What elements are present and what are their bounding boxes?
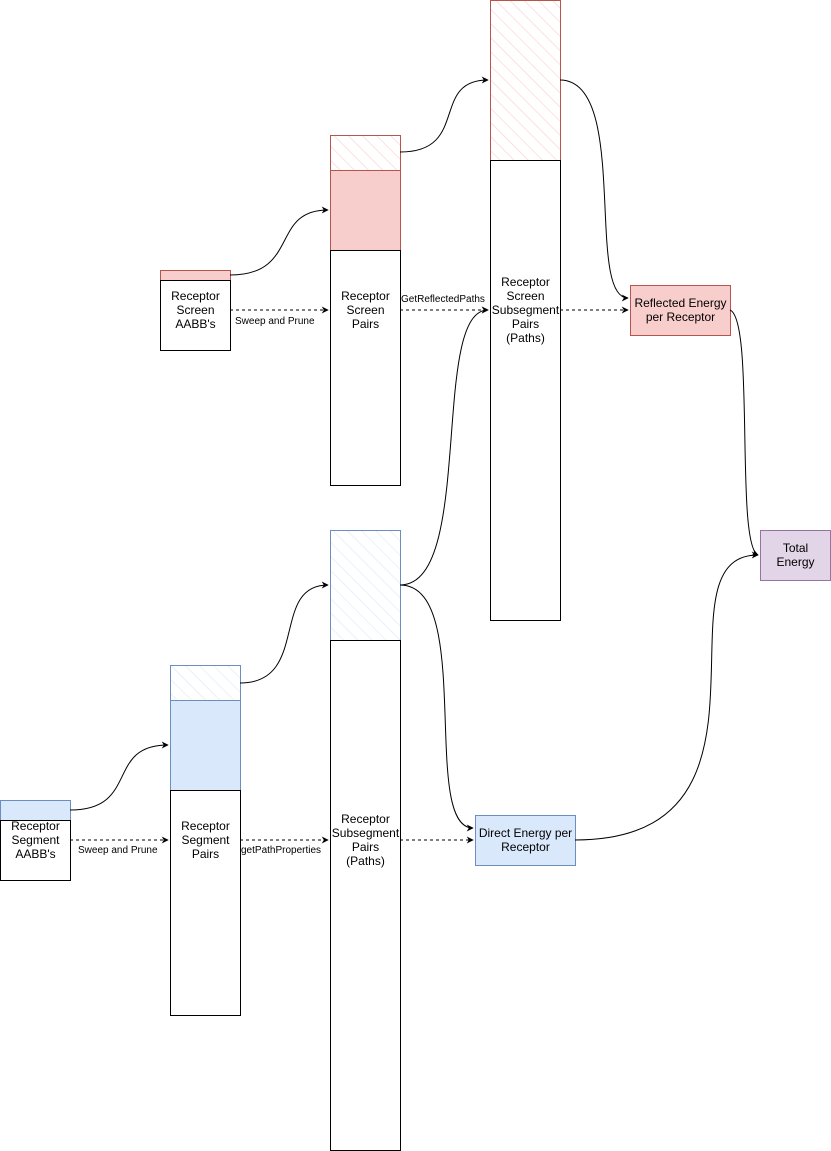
connector-segment-aabb-to-pairs <box>69 741 169 811</box>
segment-pairs-node <box>170 665 241 1016</box>
reflected-energy-node <box>630 285 731 336</box>
connector-screen-pairs-to-subsegments <box>399 76 489 153</box>
connector-subsegments-to-screen-subsegments <box>399 306 489 586</box>
screen-aabbs-label: Receptor Screen AABB's <box>171 289 220 331</box>
segment-aabbs-node <box>0 800 71 881</box>
sweep-prune-top-label: Sweep and Prune <box>235 316 315 328</box>
screen-pairs-label: Receptor Screen Pairs <box>341 289 390 331</box>
screen-subsegment-pairs-node <box>490 0 561 621</box>
reflected-energy-label: Reflected Energy per Receptor <box>634 296 727 324</box>
direct-energy-node <box>475 815 576 866</box>
connector-screen-subsegments-to-reflected <box>559 79 629 302</box>
sweep-prune-bottom-label: Sweep and Prune <box>78 845 158 857</box>
total-energy-label: Total Energy <box>776 541 815 569</box>
segment-pairs-label: Receptor Segment Pairs <box>181 819 230 861</box>
get-reflected-paths-label: GetReflectedPaths <box>401 294 485 306</box>
connector-screen-aabb-to-pairs <box>229 206 329 276</box>
screen-subsegment-pairs-label: Receptor Screen Subsegment Pairs (Paths) <box>491 275 560 345</box>
connector-segment-pairs-to-subsegments <box>239 581 329 684</box>
connector-direct-to-total <box>574 551 759 841</box>
total-energy-node <box>760 530 831 581</box>
connector-reflected-to-total <box>729 309 759 556</box>
screen-aabbs-node <box>160 270 231 351</box>
connector-subsegments-to-direct <box>399 584 474 832</box>
subsegment-pairs-label: Receptor Subsegment Pairs (Paths) <box>331 812 400 868</box>
direct-energy-label: Direct Energy per Receptor <box>478 826 573 854</box>
segment-aabbs-label: Receptor Segment AABB's <box>11 819 60 861</box>
screen-pairs-node <box>330 135 401 486</box>
get-path-properties-label: getPathProperties <box>241 845 322 857</box>
